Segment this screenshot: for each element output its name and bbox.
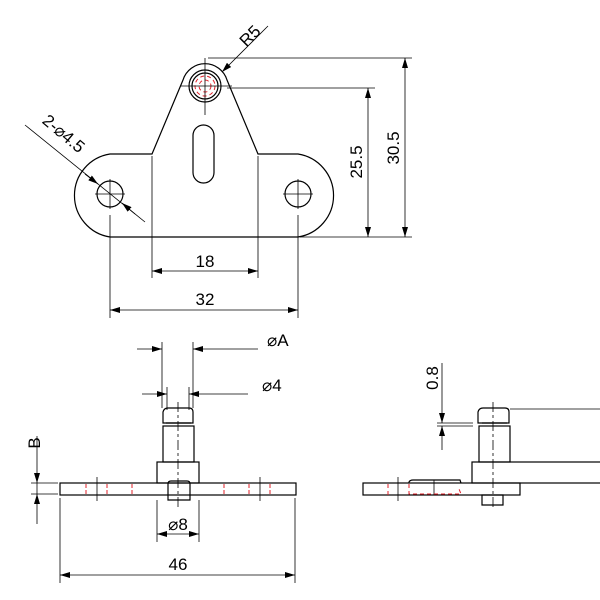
center-marks	[95, 57, 412, 318]
top-view: R5 2-⌀4.5 25.5 30.5 18 32	[24, 22, 412, 318]
groove-label: 0.8	[423, 366, 442, 390]
bottom-nub	[167, 480, 191, 501]
length-label: 46	[169, 555, 188, 574]
side-slot-edge	[408, 479, 462, 484]
front-view: ⌀A ⌀4 ⌀8 B 46	[25, 331, 297, 583]
extension-lines	[31, 342, 296, 583]
dia-hub-label: ⌀8	[168, 515, 188, 534]
side-pin-head	[477, 407, 510, 424]
dim-holes-arrow1	[84, 173, 99, 185]
side-nub	[481, 494, 504, 506]
height-outer-label: 30.5	[384, 131, 403, 164]
hole-spacing-label: 32	[196, 290, 215, 309]
holes-label: 2-⌀4.5	[39, 111, 89, 157]
height-inner-label: 25.5	[347, 145, 366, 178]
side-hidden-slot	[408, 484, 462, 495]
dia-a-label: ⌀A	[267, 331, 289, 350]
dim-holes-arrow2	[121, 202, 136, 215]
pin-shank	[162, 425, 195, 463]
side-plate	[362, 482, 521, 496]
thickness-label: B	[25, 437, 44, 448]
neck-width-label: 18	[196, 252, 215, 271]
dim-r5-leader	[221, 25, 269, 73]
side-hub	[471, 461, 600, 484]
slot	[192, 124, 215, 184]
radius-label: R5	[236, 22, 265, 51]
side-view: 0.8	[362, 363, 600, 510]
plate-outline	[73, 63, 335, 238]
side-pin-shank	[478, 425, 511, 463]
dia-pin-label: ⌀4	[262, 376, 282, 395]
hidden-holes	[85, 484, 271, 495]
